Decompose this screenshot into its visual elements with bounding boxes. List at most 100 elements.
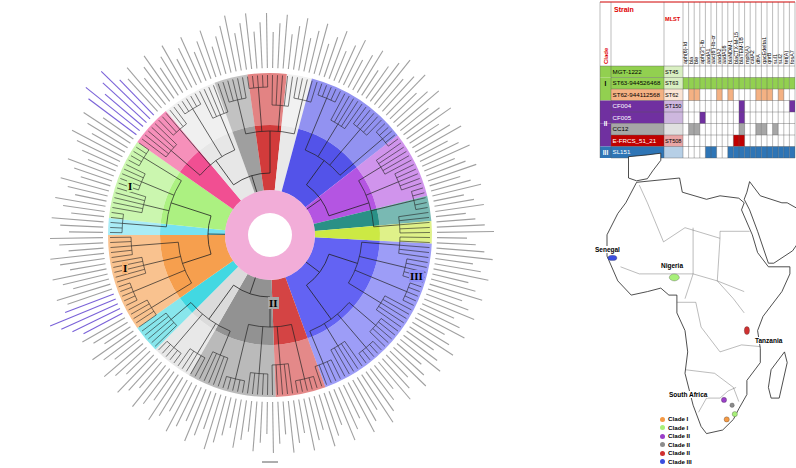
country-border [639,185,749,242]
tree-branch [110,227,122,229]
tree-branch [68,289,112,304]
gene-present-cell [711,78,717,90]
tree-branch [324,324,338,346]
table-rule [778,2,779,158]
tree-branch [371,200,414,210]
tree-branch [324,37,338,77]
tree-branch [362,242,400,245]
table-rule [611,135,795,136]
clade-marker [724,417,729,422]
tree-branch [410,327,453,356]
tree-branch [373,341,381,350]
legend-swatch [660,434,665,439]
mlst-cell [664,112,683,124]
country-border [677,302,760,352]
tree-branch [378,362,410,399]
tree-branch [105,94,143,126]
tree-branch [411,188,422,192]
strain-cell [611,135,664,147]
clade-sector [108,235,180,328]
tree-branch [162,344,170,353]
tree-branch [120,287,131,291]
tree-branch [114,198,143,205]
tree-branch [233,379,236,391]
gene-present-cell [694,124,700,136]
table-rule [611,112,795,113]
tree-branch [74,168,112,181]
tree-branch [424,158,454,171]
gene-present-cell [689,78,695,90]
table-rule [733,2,734,158]
gene-present-cell [756,124,762,136]
tree-branch [242,381,244,393]
tree-branch [120,80,154,115]
clade-sector [308,241,432,387]
tree-branch [70,264,105,270]
tree-branch [413,193,425,196]
tree-branch [200,31,216,77]
gene-present-cell [694,89,700,101]
tree-branch [276,365,277,395]
tree-branch [314,376,318,387]
mlst-cell [664,101,683,113]
gene-present-cell [683,78,689,90]
tree-branch [382,77,414,112]
tree-branch [355,270,407,291]
tree-branch [370,332,385,347]
tree-branch [204,89,216,116]
tree-branch [240,23,247,70]
tree-branch [319,395,335,447]
table-rule [611,66,795,67]
table-rule [739,2,740,158]
tree-branch [128,79,158,112]
tree-branch [133,270,185,291]
tree-branch [148,131,171,150]
tree-branch [294,77,298,98]
country-border [717,238,744,313]
tree-branch [357,110,370,126]
gene-present-cell [784,147,790,159]
clade-sector [315,225,380,240]
legend-text: Clade II [668,442,690,449]
tree-branch [388,139,398,146]
tree-branch [318,84,322,95]
tree-branch [104,335,137,360]
tree-branch [119,283,130,287]
tree-branch [284,364,287,394]
root-core [248,213,292,257]
gene-present-cell [767,89,773,101]
clade-sector [274,338,326,397]
tree-branch [230,399,236,428]
tree-branch [395,165,414,174]
tree-branch [304,38,311,71]
tree-branch [343,40,365,85]
tree-branch [324,393,339,436]
tree-branch [204,353,216,380]
clade-marker [730,403,734,407]
tree-branch [400,241,430,242]
table-rule [795,2,796,158]
tree-branch [61,178,109,191]
gene-present-cell [728,147,734,159]
tree-branch [144,158,182,181]
tree-branch [63,274,108,285]
tree-branch [378,322,394,335]
mlst-cell [664,89,683,101]
country-border [685,228,693,299]
tree-branch [260,22,262,68]
table-rule [716,2,717,158]
tree-branch [88,123,128,148]
tree-branch [61,304,118,330]
tree-branch [335,91,340,102]
gene-present-cell [756,147,762,159]
column-header: Clade [603,48,609,64]
tree-branch [400,232,430,233]
tree-branch [331,360,340,379]
tree-branch [208,234,225,235]
tree-branch [399,253,429,257]
tree-branch [110,232,122,233]
tree-branch [69,231,103,233]
tree-branch [178,349,190,366]
tree-branch [294,400,300,443]
tree-branch [435,199,474,206]
